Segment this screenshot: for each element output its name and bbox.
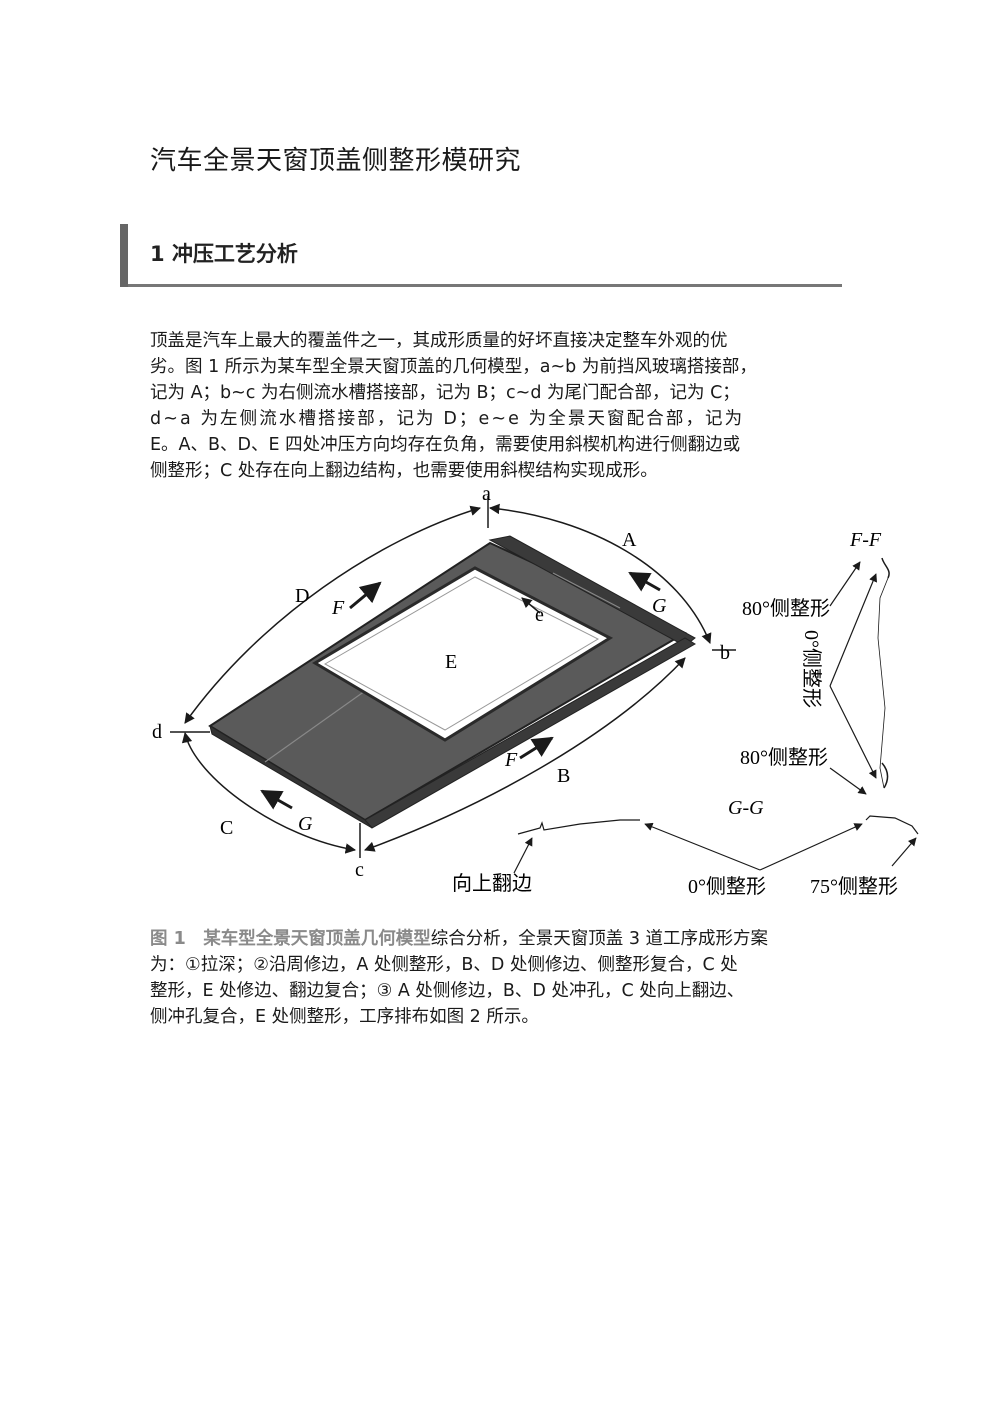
arc-C	[181, 731, 357, 854]
gg-section-profile-left	[517, 819, 640, 835]
label-point-b: b	[720, 642, 730, 664]
section-title-text: 冲压工艺分析	[171, 242, 298, 266]
gg-left-label: 向上翻边	[452, 872, 532, 895]
roof-panel-rear	[209, 724, 373, 829]
caption-first-line: 图 1 某车型全景天窗顶盖几何模型综合分析，全景天窗顶盖 3 道工序成形方案	[150, 926, 846, 952]
paragraph-line: d~a 为左侧流水槽搭接部，记为 D；e~e 为全景天窗配合部，记为	[150, 409, 745, 429]
label-G-top: G	[652, 595, 667, 617]
label-F-top: F	[331, 597, 345, 619]
arc-A	[488, 503, 712, 644]
sunroof-opening	[312, 566, 614, 742]
roof-diagram-svg: a b c d e E A B C D F F G G F-F 80°侧整形 0…	[152, 483, 919, 898]
paragraph-line: 顶盖是汽车上最大的覆盖件之一，其成形质量的好坏直接决定整车外观的优	[150, 331, 728, 351]
label-E: E	[445, 651, 457, 673]
paragraph-line: 劣。图 1 所示为某车型全景天窗顶盖的几何模型，a~b 为前挡风玻璃搭接部，	[150, 357, 757, 377]
section-number: 1	[150, 242, 165, 266]
roof-panel-front	[488, 535, 696, 647]
label-region-C: C	[220, 817, 233, 839]
arc-D	[184, 505, 482, 724]
intro-paragraph: 顶盖是汽车上最大的覆盖件之一，其成形质量的好坏直接决定整车外观的优 劣。图 1 …	[150, 328, 846, 484]
gg-right-label: 75°侧整形	[810, 875, 898, 898]
gg-middle-label: 0°侧整形	[688, 875, 766, 898]
ff-section-title: F-F	[849, 529, 882, 551]
figure-caption-label: 图 1 某车型全景天窗顶盖几何模型	[150, 929, 431, 949]
paragraph-line: 侧冲孔复合，E 处侧整形，工序排布如图 2 所示。	[150, 1007, 539, 1027]
section-title: 1 冲压工艺分析	[150, 238, 298, 268]
caption-paragraph: 图 1 某车型全景天窗顶盖几何模型综合分析，全景天窗顶盖 3 道工序成形方案 为…	[150, 926, 846, 1030]
caption-line-rest: 综合分析，全景天窗顶盖 3 道工序成形方案	[430, 929, 769, 949]
label-point-e: e	[535, 604, 544, 626]
paragraph-line: 为：①拉深；②沿周修边，A 处侧整形，B、D 处侧修边、侧整形复合，C 处	[150, 955, 738, 975]
document-title: 汽车全景天窗顶盖侧整形模研究	[150, 146, 522, 176]
ff-upper-label: 80°侧整形	[742, 597, 830, 620]
label-F-bottom: F	[504, 749, 518, 771]
section-accent-bar	[120, 224, 128, 287]
section-heading: 1 冲压工艺分析	[120, 224, 842, 287]
ff-section-profile	[881, 557, 890, 579]
arc-B	[364, 657, 686, 852]
paragraph-line: 记为 A；b~c 为右侧流水槽搭接部，记为 B；c~d 为尾门配合部，记为 C；	[150, 383, 740, 403]
label-region-B: B	[557, 765, 570, 787]
label-point-d: d	[152, 721, 162, 743]
gg-section-title: G-G	[728, 797, 764, 819]
label-G-bottom: G	[298, 813, 313, 835]
gg-section-profile-right	[865, 815, 919, 835]
roof-geometry-figure: a b c d e E A B C D F F G G F-F 80°侧整形 0…	[140, 478, 940, 908]
paragraph-line: E。A、B、D、E 四处冲压方向均存在负角，需要使用斜楔机构进行侧翻边或	[150, 435, 741, 455]
ff-middle-label: 0°侧整形	[800, 630, 823, 708]
ff-lower-label: 80°侧整形	[740, 746, 828, 769]
paragraph-line: 侧整形；C 处存在向上翻边结构，也需要使用斜楔结构实现成形。	[150, 461, 658, 481]
label-point-c: c	[355, 859, 364, 881]
label-region-A: A	[622, 529, 637, 551]
label-point-a: a	[482, 483, 491, 505]
label-region-D: D	[295, 585, 309, 607]
paragraph-line: 整形，E 处修边、翻边复合；③ A 处侧修边，B、D 处冲孔，C 处向上翻边、	[150, 981, 745, 1001]
